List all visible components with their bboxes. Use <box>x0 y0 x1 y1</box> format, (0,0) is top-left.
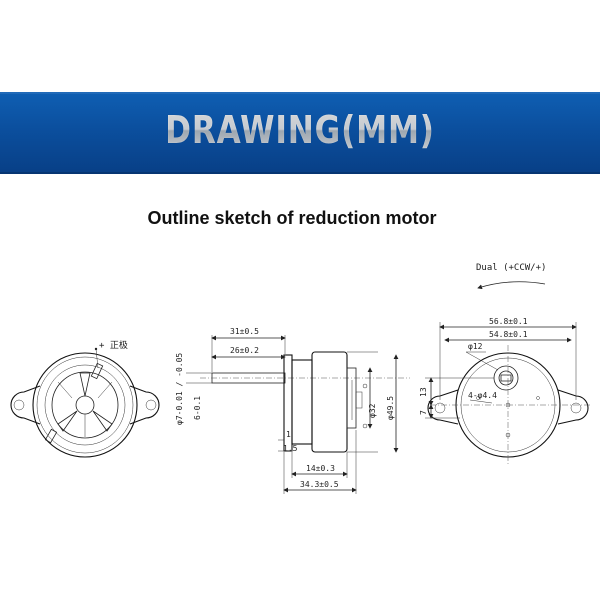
dim-phi49-5: φ49.5 <box>386 396 395 420</box>
dim-1: 1 <box>286 430 291 439</box>
dim-13: 13 <box>419 387 428 397</box>
dim-shaft-flat: 6-0.1 <box>193 396 202 420</box>
dim-54-8: 54.8±0.1 <box>489 330 528 339</box>
dim-1-5: 1.5 <box>283 444 298 453</box>
drawing-subtitle: Outline sketch of reduction motor <box>147 208 437 228</box>
side-view: 31±0.5 26±0.2 φ7-0.01 / -0.05 6-0.1 φ32 … <box>175 327 410 494</box>
back-view: + 正极 <box>10 339 160 458</box>
header-banner <box>0 92 600 174</box>
dim-shaft-diameter: φ7-0.01 / -0.05 <box>175 353 184 425</box>
dim-26: 26±0.2 <box>230 346 259 355</box>
dim-holes: 4-φ4.4 <box>468 391 497 400</box>
dim-56-8: 56.8±0.1 <box>489 317 528 326</box>
dim-31: 31±0.5 <box>230 327 259 336</box>
dim-phi12: φ12 <box>468 342 483 351</box>
rotation-direction-label: Dual (+CCW/+) <box>476 263 546 273</box>
dim-14: 14±0.3 <box>306 464 335 473</box>
front-view: Dual (+CCW/+) 56.8±0.1 54.8±0.1 φ12 <box>419 263 590 465</box>
dim-phi32: φ32 <box>368 403 377 418</box>
polarity-label: + 正极 <box>99 339 128 351</box>
dim-7: 7 <box>419 410 428 415</box>
banner-title: DRAWING(MM) <box>54 108 546 152</box>
dim-34-3: 34.3±0.5 <box>300 480 339 489</box>
